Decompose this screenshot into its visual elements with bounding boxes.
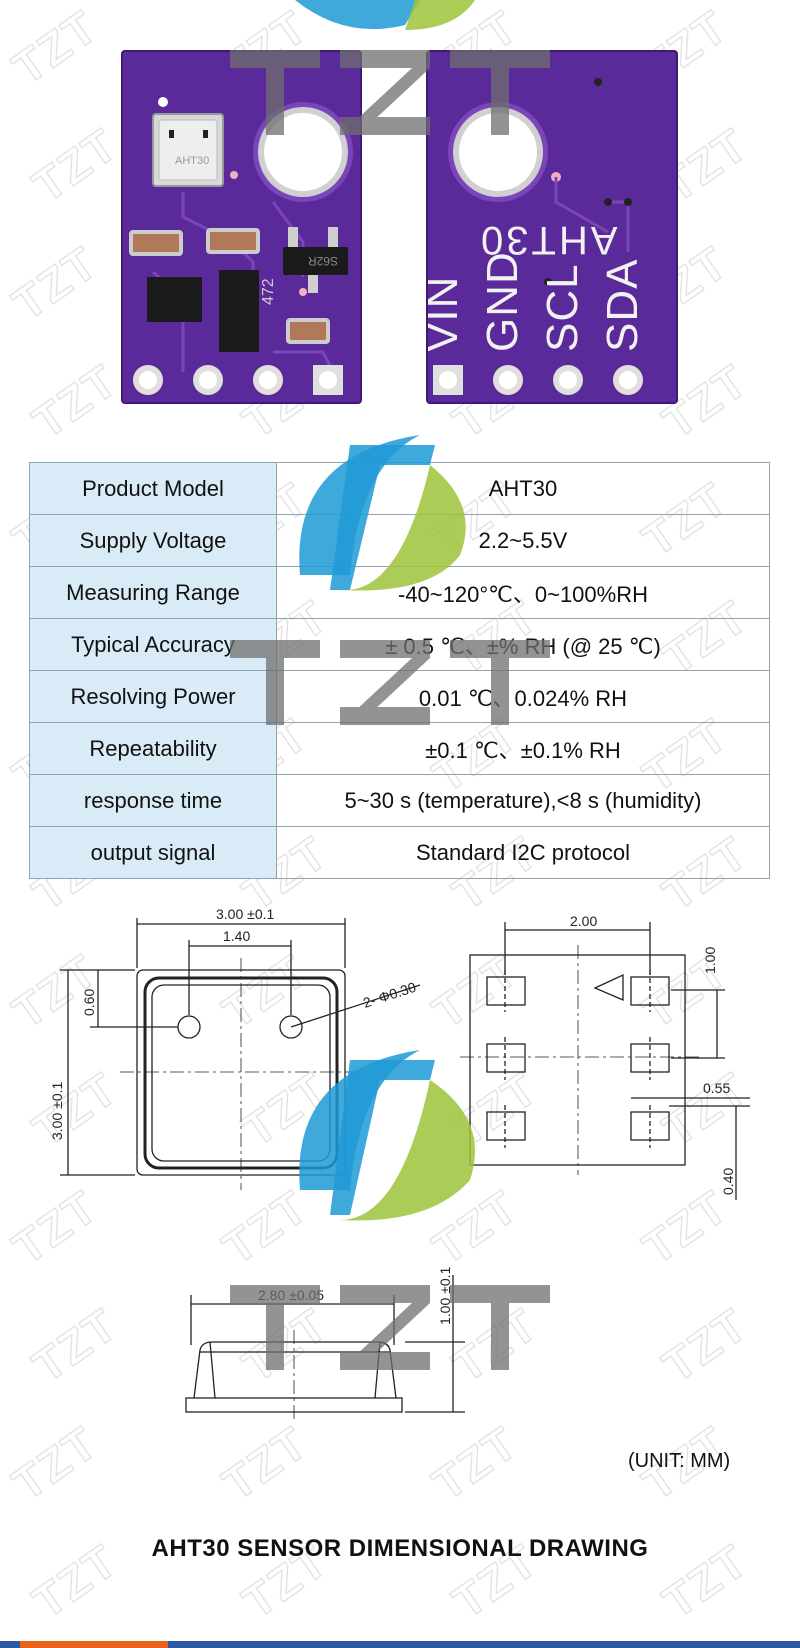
spec-label: output signal bbox=[29, 826, 277, 879]
bottom-bar-accent bbox=[20, 1641, 168, 1648]
unit-label: (UNIT: MM) bbox=[628, 1450, 731, 1472]
product-photo: AHT30 S62R 472 bbox=[0, 0, 800, 430]
svg-text:AHT30: AHT30 bbox=[175, 155, 209, 167]
spec-label: Repeatability bbox=[29, 722, 277, 775]
svg-text:S62R: S62R bbox=[308, 254, 338, 268]
spec-value: 2.2~5.5V bbox=[276, 514, 770, 567]
spec-value: 0.01 ℃、0.024% RH bbox=[276, 670, 770, 723]
dim-side-thickness: 1.00 ±0.1 bbox=[437, 1267, 453, 1325]
dim-pad-pitch: 1.00 bbox=[702, 947, 718, 974]
spec-label: Supply Voltage bbox=[29, 514, 277, 567]
pin-label-vin: VIN bbox=[426, 275, 467, 352]
dim-top-height: 3.00 ±0.1 bbox=[49, 1082, 65, 1140]
spec-label: Product Model bbox=[29, 462, 277, 515]
spec-value: -40~120°℃、0~100%RH bbox=[276, 566, 770, 619]
spec-value: ± 0.5 ℃、±% RH (@ 25 ℃) bbox=[276, 618, 770, 671]
pin-label-scl: SCL bbox=[538, 263, 587, 352]
board-back-art bbox=[433, 78, 643, 395]
drawing-art: 3.00 ±0.1 1.40 3.00 ±0.1 0.60 2- Φ0.30 2… bbox=[49, 906, 750, 1420]
pin-label-gnd: GND bbox=[478, 251, 527, 352]
dim-pad-size: 0.55 bbox=[703, 1080, 730, 1096]
spec-label: Measuring Range bbox=[29, 566, 277, 619]
spec-row: Measuring Range-40~120°℃、0~100%RH bbox=[29, 566, 770, 619]
pin-label-sda: SDA bbox=[598, 258, 647, 352]
dim-pad-span: 2.00 bbox=[570, 913, 597, 929]
board-back: AHT30 VIN GND SCL SDA bbox=[426, 50, 678, 404]
drawing-caption: AHT30 SENSOR DIMENSIONAL DRAWING bbox=[151, 1535, 649, 1562]
chip-marking: 472 bbox=[260, 278, 277, 305]
dim-side-length: 2.80 ±0.05 bbox=[258, 1287, 324, 1303]
spec-value: 5~30 s (temperature),<8 s (humidity) bbox=[276, 774, 770, 827]
dim-top-width: 3.00 ±0.1 bbox=[216, 906, 274, 922]
spec-row: Repeatability±0.1 ℃、±0.1% RH bbox=[29, 722, 770, 775]
dim-hole-offset: 0.60 bbox=[81, 989, 97, 1016]
board-front: AHT30 S62R 472 bbox=[121, 50, 362, 404]
dim-hole-spacing: 1.40 bbox=[223, 928, 250, 944]
spec-value: AHT30 bbox=[276, 462, 770, 515]
dim-pad-gap: 0.40 bbox=[720, 1168, 736, 1195]
spec-value: Standard I2C protocol bbox=[276, 826, 770, 879]
spec-row: Typical Accuracy± 0.5 ℃、±% RH (@ 25 ℃) bbox=[29, 618, 770, 671]
spec-value: ±0.1 ℃、±0.1% RH bbox=[276, 722, 770, 775]
bottom-bar bbox=[0, 1641, 800, 1648]
spec-label: Typical Accuracy bbox=[29, 618, 277, 671]
spec-label: Resolving Power bbox=[29, 670, 277, 723]
board-front-art: AHT30 S62R 472 bbox=[129, 97, 353, 395]
spec-label: response time bbox=[29, 774, 277, 827]
dim-hole-note: 2- Φ0.30 bbox=[361, 979, 418, 1011]
dimensional-drawing: 3.00 ±0.1 1.40 3.00 ±0.1 0.60 2- Φ0.30 2… bbox=[0, 900, 800, 1520]
